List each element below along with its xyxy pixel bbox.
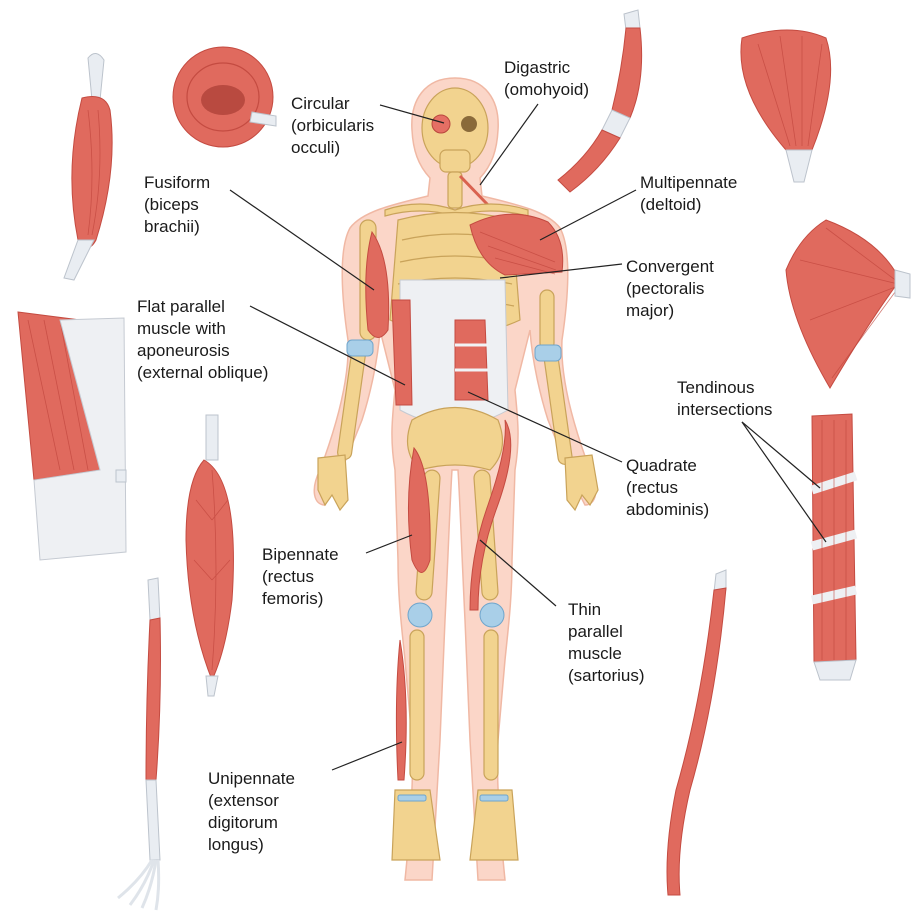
biceps-shape	[64, 53, 112, 280]
label-unipennate-line3: digitorum	[208, 812, 295, 834]
label-quadrate-line2: (rectus	[626, 477, 709, 499]
label-multipennate-line2: (deltoid)	[640, 194, 737, 216]
label-multipennate-line1: Multipennate	[640, 172, 737, 194]
label-quadrate: Quadrate (rectus abdominis)	[626, 455, 709, 521]
label-circular-line2: (orbicularis	[291, 115, 374, 137]
pectoralis-shape	[786, 220, 910, 388]
label-flat-parallel-line1: Flat parallel	[137, 296, 268, 318]
label-flat-parallel-line3: aponeurosis	[137, 340, 268, 362]
label-circular-line1: Circular	[291, 93, 374, 115]
label-fusiform-line2: (biceps	[144, 194, 210, 216]
label-convergent-line1: Convergent	[626, 256, 714, 278]
deltoid-shape	[741, 30, 831, 182]
label-unipennate: Unipennate (extensor digitorum longus)	[208, 768, 295, 856]
orbicularis-shape	[173, 47, 276, 147]
label-flat-parallel-line2: muscle with	[137, 318, 268, 340]
label-quadrate-line1: Quadrate	[626, 455, 709, 477]
rectus-femoris-shape	[186, 415, 233, 696]
label-digastric: Digastric (omohyoid)	[504, 57, 589, 101]
label-circular-line3: occuli)	[291, 137, 374, 159]
label-tendinous-line1: Tendinous	[677, 377, 772, 399]
label-bipennate: Bipennate (rectus femoris)	[262, 544, 339, 610]
label-bipennate-line1: Bipennate	[262, 544, 339, 566]
label-flat-parallel-line4: (external oblique)	[137, 362, 268, 384]
label-circular: Circular (orbicularis occuli)	[291, 93, 374, 159]
label-fusiform-line1: Fusiform	[144, 172, 210, 194]
label-quadrate-line3: abdominis)	[626, 499, 709, 521]
label-thin-parallel: Thin parallel muscle (sartorius)	[568, 599, 645, 687]
extensor-digitorum-shape	[118, 578, 161, 910]
label-tendinous-line2: intersections	[677, 399, 772, 421]
label-flat-parallel: Flat parallel muscle with aponeurosis (e…	[137, 296, 268, 384]
label-convergent: Convergent (pectoralis major)	[626, 256, 714, 322]
label-unipennate-line1: Unipennate	[208, 768, 295, 790]
leader-unipennate	[332, 742, 402, 770]
leader-multipennate	[540, 190, 636, 240]
label-fusiform: Fusiform (biceps brachii)	[144, 172, 210, 238]
omohyoid-shape	[558, 10, 642, 192]
external-oblique-shape	[18, 312, 126, 560]
label-digastric-line1: Digastric	[504, 57, 589, 79]
rectus-abdominis-shape	[812, 414, 856, 680]
label-thin-parallel-line4: (sartorius)	[568, 665, 645, 687]
label-unipennate-line2: (extensor	[208, 790, 295, 812]
label-digastric-line2: (omohyoid)	[504, 79, 589, 101]
label-bipennate-line2: (rectus	[262, 566, 339, 588]
label-unipennate-line4: longus)	[208, 834, 295, 856]
label-multipennate: Multipennate (deltoid)	[640, 172, 737, 216]
label-convergent-line2: (pectoralis	[626, 278, 714, 300]
label-thin-parallel-line1: Thin	[568, 599, 645, 621]
label-tendinous: Tendinous intersections	[677, 377, 772, 421]
label-bipennate-line3: femoris)	[262, 588, 339, 610]
sartorius-shape	[667, 570, 726, 895]
label-fusiform-line3: brachii)	[144, 216, 210, 238]
label-thin-parallel-line2: parallel	[568, 621, 645, 643]
label-thin-parallel-line3: muscle	[568, 643, 645, 665]
label-convergent-line3: major)	[626, 300, 714, 322]
